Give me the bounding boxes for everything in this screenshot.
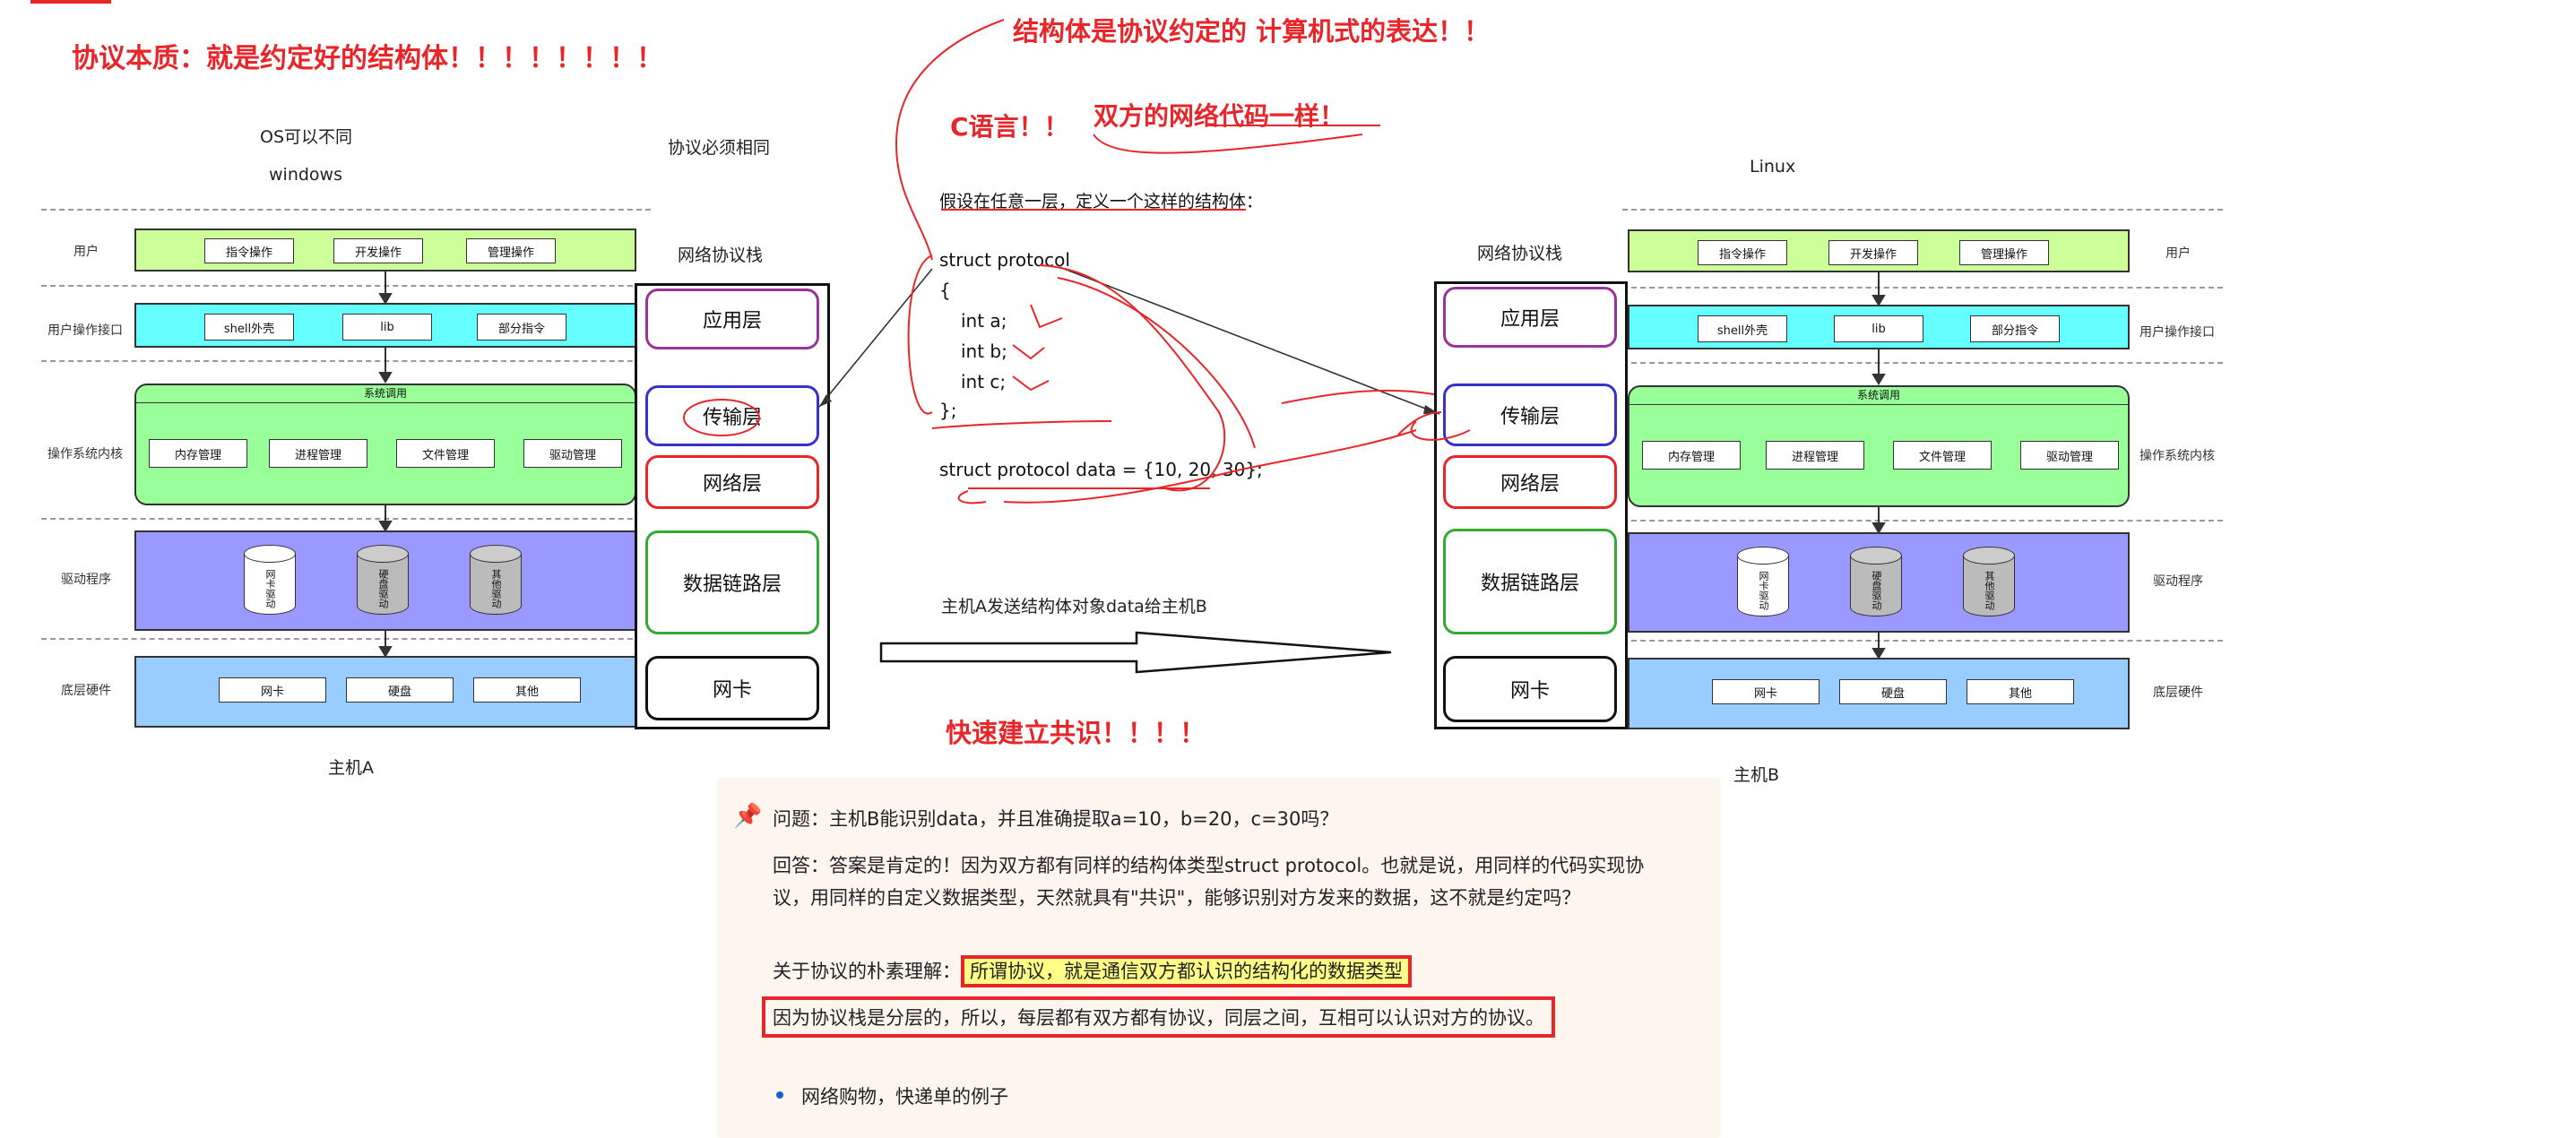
syscall-label: 系统调用: [134, 385, 636, 403]
send-caption: 主机A发送结构体对象data给主机B: [941, 597, 1207, 616]
pushpin-icon: 📌: [733, 803, 763, 830]
layer-label-user-if-b: 用户操作接口: [2139, 325, 2215, 340]
cmd-op-box: 指令操作: [204, 238, 294, 263]
stack-left-label: 网络协议栈: [678, 246, 764, 265]
linux-label: Linux: [1750, 157, 1796, 177]
nic-driver-cylinder: 网卡驱动: [244, 545, 296, 620]
proto-same-label: 协议必须相同: [668, 138, 771, 158]
drv-mgmt-box-b: 驱动管理: [2020, 441, 2119, 470]
disk-hw-box: 硬盘: [346, 677, 454, 703]
lib-box-b: lib: [1834, 315, 1923, 342]
dev-op-box-b: 开发操作: [1828, 240, 1918, 265]
note-panel: 📌 问题：主机B能识别data，并且准确提取a=10，b=20，c=30吗？ 回…: [717, 778, 1721, 1138]
code-intro: 假设在任意一层，定义一个这样的结构体：: [939, 192, 1264, 211]
shell-box: shell外壳: [204, 314, 294, 341]
code-line-5: int c;: [961, 371, 1007, 392]
simple-prefix: 关于协议的朴素理解：: [773, 961, 961, 982]
stack-right-label: 网络协议栈: [1477, 244, 1563, 263]
proc-mgmt-box-b: 进程管理: [1766, 441, 1864, 470]
send-arrow: [879, 631, 1392, 674]
host-a-trans-layer: 传输层: [645, 385, 819, 446]
partcmd-box: 部分指令: [477, 314, 566, 341]
corner-mark: [30, 0, 111, 4]
host-b-link-layer: 数据链路层: [1443, 529, 1617, 634]
file-mgmt-box: 文件管理: [396, 439, 495, 468]
struct-expression-title: 结构体是协议约定的 计算机式的表达！！: [1013, 16, 1491, 47]
answer-text-2: 议，用同样的自定义数据类型，天然就具有"共识"，能够识别对方发来的数据，这不就是…: [773, 887, 1581, 909]
host-a-down-arrows: [378, 272, 393, 658]
layer-label-hardware-b: 底层硬件: [2153, 685, 2203, 700]
code-line-4: int b;: [961, 341, 1007, 362]
layer-label-user: 用户: [73, 245, 99, 259]
layer-label-kernel: 操作系统内核: [48, 447, 123, 461]
host-a-app-layer: 应用层: [645, 289, 819, 349]
mgmt-op-box: 管理操作: [466, 238, 556, 263]
layer-label-user-if: 用户操作接口: [48, 323, 123, 338]
partcmd-box-b: 部分指令: [1970, 315, 2060, 342]
drv-mgmt-box: 驱动管理: [523, 439, 622, 468]
dev-op-box: 开发操作: [333, 238, 423, 263]
essence-title: 协议本质：就是约定好的结构体！！！！！！！！: [72, 43, 663, 74]
nic-hw-box: 网卡: [219, 677, 326, 703]
disk-driver-cylinder: 硬盘驱动: [357, 545, 409, 620]
other-hw-box: 其他: [473, 677, 581, 703]
host-b-trans-layer: 传输层: [1443, 384, 1617, 446]
code-line-3: int a;: [961, 310, 1007, 332]
layer-label-user-b: 用户: [2165, 246, 2191, 261]
host-a-net-layer: 网络层: [645, 455, 819, 509]
host-b-nic-layer: 网卡: [1443, 656, 1617, 722]
mem-mgmt-box-b: 内存管理: [1642, 441, 1741, 470]
host-a-link-layer: 数据链路层: [645, 530, 819, 634]
host-b-app-layer: 应用层: [1443, 287, 1617, 348]
layer-label-kernel-b: 操作系统内核: [2139, 449, 2215, 463]
layer-label-hardware: 底层硬件: [61, 684, 111, 698]
question-text: 问题：主机B能识别data，并且准确提取a=10，b=20，c=30吗？: [773, 808, 1339, 830]
file-mgmt-box-b: 文件管理: [1893, 441, 1992, 470]
lib-box: lib: [342, 314, 432, 341]
connector-to-host-b: [1059, 266, 1440, 415]
consensus-title: 快速建立共识！！！！: [946, 718, 1206, 748]
other-driver-cylinder-b: 其他驱动: [1963, 547, 2015, 622]
cmd-op-box-b: 指令操作: [1698, 240, 1787, 265]
mem-mgmt-box: 内存管理: [149, 439, 247, 468]
nic-hw-box-b: 网卡: [1712, 679, 1820, 704]
other-driver-cylinder: 其他驱动: [470, 545, 522, 620]
syscall-label-b: 系统调用: [1628, 387, 2130, 405]
connector-to-host-a: [818, 268, 933, 408]
proc-mgmt-box: 进程管理: [269, 439, 367, 468]
host-a-label: 主机A: [328, 758, 374, 778]
simple-understanding-line: 关于协议的朴素理解：所谓协议，就是通信双方都认识的结构化的数据类型: [773, 955, 1412, 987]
answer-text-1: 回答：答案是肯定的！因为双方都有同样的结构体类型struct protocol。…: [773, 855, 1645, 876]
layer-label-driver: 驱动程序: [61, 573, 111, 587]
layered-protocol-text: 因为协议栈是分层的，所以，每层都有双方都有协议，同层之间，互相可以认识对方的协议…: [762, 996, 1555, 1038]
simple-highlight: 所谓协议，就是通信双方都认识的结构化的数据类型: [961, 955, 1412, 987]
windows-label: windows: [269, 165, 342, 185]
code-line-1: struct protocol: [939, 249, 1070, 271]
code-line-6: };: [939, 400, 957, 421]
bullet-text: 网络购物，快递单的例子: [801, 1086, 1008, 1108]
bullet-icon: [776, 1091, 783, 1099]
shell-box-b: shell外壳: [1698, 315, 1787, 342]
host-b-down-arrows: [1871, 272, 1886, 660]
nic-driver-cylinder-b: 网卡驱动: [1737, 547, 1789, 622]
same-code-title: 双方的网络代码一样！: [1094, 101, 1345, 131]
other-hw-box-b: 其他: [1967, 679, 2074, 704]
code-line-2: {: [939, 280, 951, 301]
code-line-7: struct protocol data = {10, 20, 30};: [939, 459, 1263, 480]
disk-hw-box-b: 硬盘: [1839, 679, 1947, 704]
host-b-label: 主机B: [1733, 765, 1780, 785]
disk-driver-cylinder-b: 硬盘驱动: [1850, 547, 1902, 622]
os-differ-label: OS可以不同: [260, 127, 353, 147]
host-b-net-layer: 网络层: [1443, 455, 1617, 509]
layer-label-driver-b: 驱动程序: [2153, 574, 2203, 589]
mgmt-op-box-b: 管理操作: [1959, 240, 2049, 265]
host-a-nic-layer: 网卡: [645, 656, 819, 720]
c-language-title: C语言！！: [950, 112, 1069, 142]
